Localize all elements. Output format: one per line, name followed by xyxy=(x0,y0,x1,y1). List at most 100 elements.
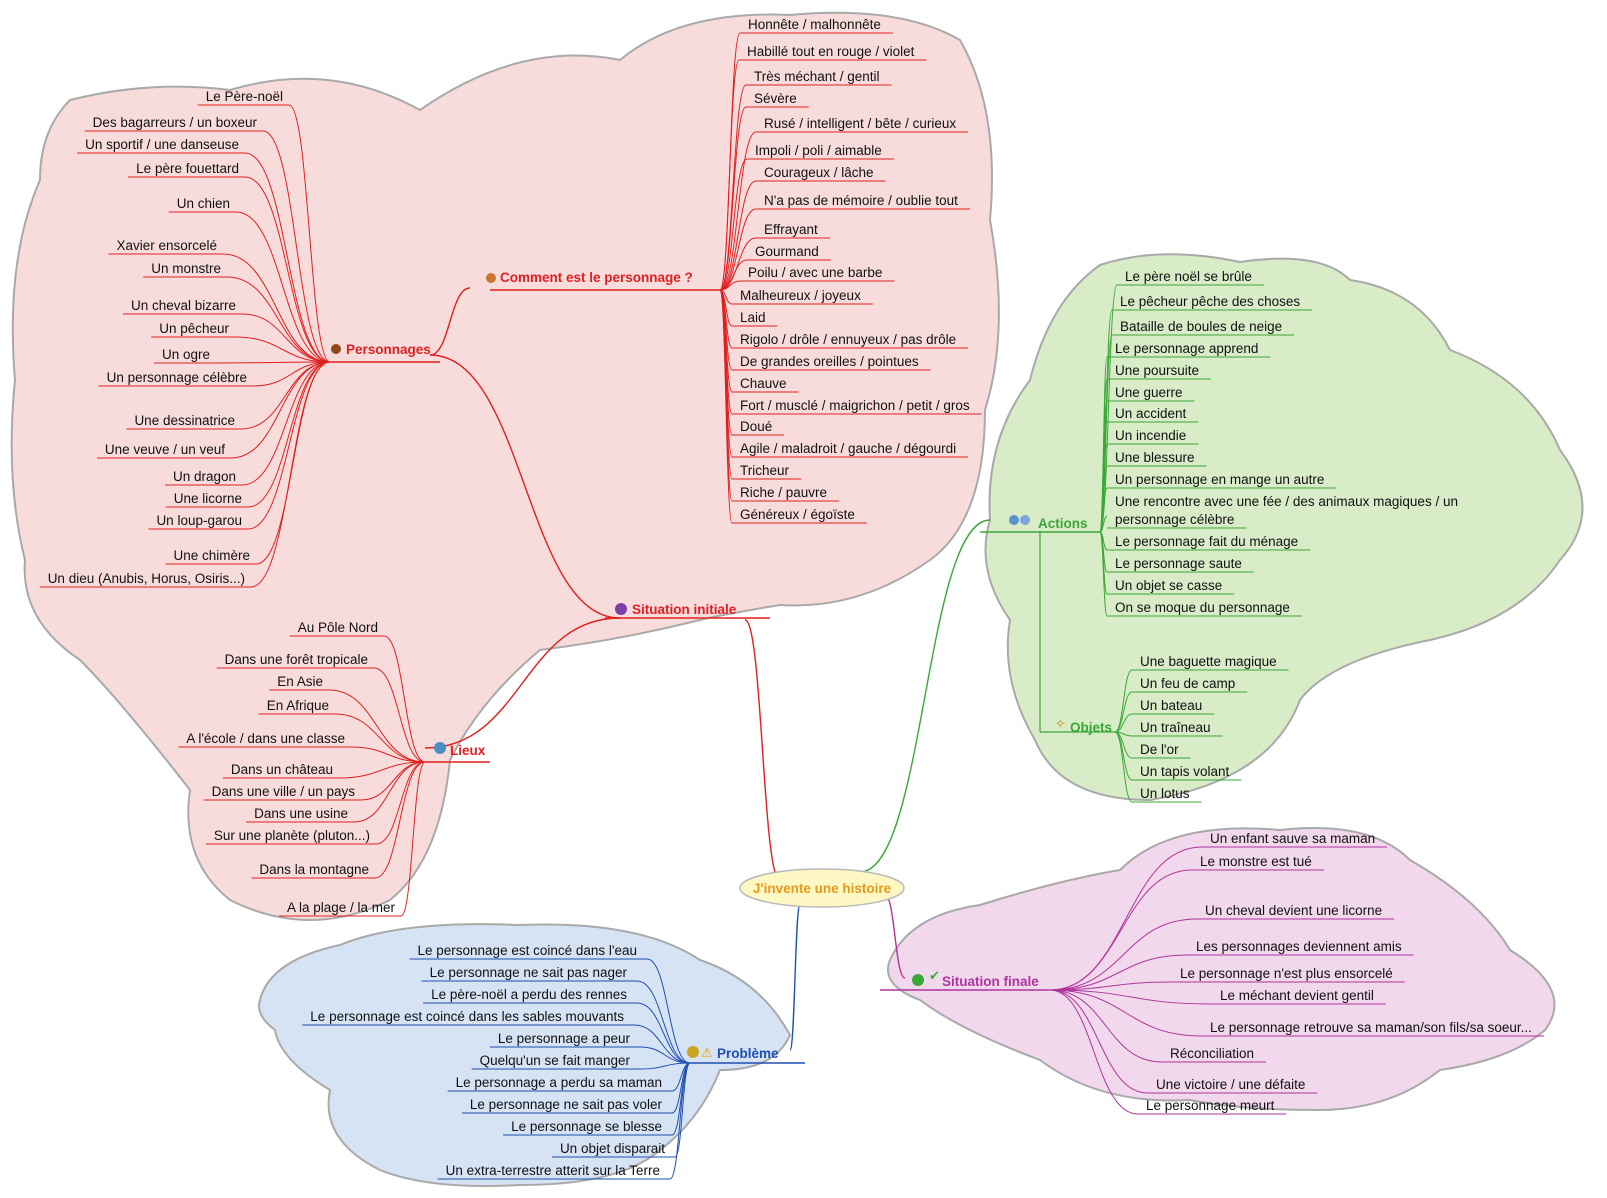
trait-item[interactable]: Très méchant / gentil xyxy=(754,69,880,84)
trait-item[interactable]: Poilu / avec une barbe xyxy=(748,265,882,280)
branch-situation-finale[interactable]: ✔ Situation finale xyxy=(912,968,1039,989)
action-item[interactable]: Une rencontre avec une fée / des animaux… xyxy=(1115,494,1458,509)
action-item[interactable]: Le pêcheur pêche des choses xyxy=(1120,294,1300,309)
trait-item[interactable]: Malheureux / joyeux xyxy=(740,288,861,303)
trait-item[interactable]: Tricheur xyxy=(740,463,790,478)
probleme-item[interactable]: Le personnage ne sait pas nager xyxy=(430,965,628,980)
lieu-item[interactable]: Au Pôle Nord xyxy=(298,620,378,635)
lieu-item[interactable]: Sur une planète (pluton...) xyxy=(214,828,370,843)
personnage-item[interactable]: Un sportif / une danseuse xyxy=(85,137,239,152)
trait-item[interactable]: Fort / musclé / maigrichon / petit / gro… xyxy=(740,398,970,413)
finale-item[interactable]: Réconciliation xyxy=(1170,1046,1254,1061)
trait-item[interactable]: Doué xyxy=(740,419,772,434)
lieu-item[interactable]: A la plage / la mer xyxy=(287,900,396,915)
action-item[interactable]: Le personnage saute xyxy=(1115,556,1242,571)
personnage-item[interactable]: Un personnage célèbre xyxy=(107,370,247,385)
finale-item[interactable]: Les personnages deviennent amis xyxy=(1196,939,1402,954)
objet-item[interactable]: Un lotus xyxy=(1140,786,1190,801)
branch-probleme[interactable]: ⚠ Problème xyxy=(687,1045,779,1061)
probleme-item[interactable]: Un extra-terrestre atterit sur la Terre xyxy=(446,1163,660,1178)
lieu-item[interactable]: En Afrique xyxy=(267,698,329,713)
finale-item[interactable]: Le méchant devient gentil xyxy=(1220,988,1374,1003)
trait-item[interactable]: Chauve xyxy=(740,376,787,391)
branch-actions[interactable]: Actions xyxy=(1009,515,1088,531)
personnage-item[interactable]: Un dieu (Anubis, Horus, Osiris...) xyxy=(48,571,245,586)
trait-item[interactable]: N'a pas de mémoire / oublie tout xyxy=(764,193,958,208)
objet-item[interactable]: De l'or xyxy=(1140,742,1179,757)
probleme-item[interactable]: Le personnage ne sait pas voler xyxy=(470,1097,663,1112)
finale-item[interactable]: Le monstre est tué xyxy=(1200,854,1312,869)
probleme-item[interactable]: Le personnage a perdu sa maman xyxy=(456,1075,662,1090)
action-item[interactable]: Le personnage fait du ménage xyxy=(1115,534,1298,549)
probleme-item[interactable]: Quelqu'un se fait manger xyxy=(480,1053,631,1068)
action-item[interactable]: Bataille de boules de neige xyxy=(1120,319,1282,334)
trait-item[interactable]: Sévère xyxy=(754,91,797,106)
trait-item[interactable]: Courageux / lâche xyxy=(764,165,874,180)
action-item[interactable]: Une blessure xyxy=(1115,450,1195,465)
branch-personnages[interactable]: Personnages xyxy=(331,342,431,357)
probleme-item[interactable]: Le père-noël a perdu des rennes xyxy=(431,987,627,1002)
action-item[interactable]: Un personnage en mange un autre xyxy=(1115,472,1324,487)
action-item[interactable]: personnage célèbre xyxy=(1115,512,1234,527)
objet-item[interactable]: Un traîneau xyxy=(1140,720,1211,735)
trait-item[interactable]: Agile / maladroit / gauche / dégourdi xyxy=(740,441,956,456)
action-item[interactable]: Un objet se casse xyxy=(1115,578,1222,593)
center-node[interactable] xyxy=(739,868,905,908)
finale-item[interactable]: Le personnage n'est plus ensorcelé xyxy=(1180,966,1393,981)
trait-item[interactable]: Riche / pauvre xyxy=(740,485,827,500)
action-item[interactable]: On se moque du personnage xyxy=(1115,600,1290,615)
action-item[interactable]: Un accident xyxy=(1115,406,1187,421)
personnage-item[interactable]: Xavier ensorcelé xyxy=(116,238,217,253)
branch-comment[interactable]: Comment est le personnage ? xyxy=(486,270,693,285)
finale-item[interactable]: Le personnage meurt xyxy=(1146,1098,1275,1113)
personnage-item[interactable]: Une veuve / un veuf xyxy=(105,442,225,457)
objet-item[interactable]: Un bateau xyxy=(1140,698,1202,713)
personnage-item[interactable]: Un loup-garou xyxy=(156,513,242,528)
probleme-item[interactable]: Le personnage est coincé dans les sables… xyxy=(310,1009,624,1024)
trait-item[interactable]: Généreux / égoïste xyxy=(740,507,855,522)
personnage-item[interactable]: Le Père-noël xyxy=(206,89,283,104)
finale-item[interactable]: Un enfant sauve sa maman xyxy=(1210,831,1375,846)
probleme-item[interactable]: Le personnage a peur xyxy=(498,1031,631,1046)
personnage-item[interactable]: Le père fouettard xyxy=(136,161,239,176)
trait-item[interactable]: Gourmand xyxy=(755,244,819,259)
action-item[interactable]: Le personnage apprend xyxy=(1115,341,1258,356)
finale-item[interactable]: Le personnage retrouve sa maman/son fils… xyxy=(1210,1020,1532,1035)
personnage-item[interactable]: Un ogre xyxy=(162,347,210,362)
personnage-item[interactable]: Un monstre xyxy=(151,261,221,276)
trait-item[interactable]: Effrayant xyxy=(764,222,818,237)
probleme-item[interactable]: Le personnage se blesse xyxy=(511,1119,662,1134)
trait-item[interactable]: Habillé tout en rouge / violet xyxy=(747,44,915,59)
trait-item[interactable]: Honnête / malhonnête xyxy=(748,17,881,32)
trait-item[interactable]: Rigolo / drôle / ennuyeux / pas drôle xyxy=(740,332,956,347)
lieu-item[interactable]: En Asie xyxy=(277,674,323,689)
trait-item[interactable]: Rusé / intelligent / bête / curieux xyxy=(764,116,956,131)
lieu-item[interactable]: Dans une ville / un pays xyxy=(212,784,356,799)
finale-item[interactable]: Une victoire / une défaite xyxy=(1156,1077,1305,1092)
personnage-item[interactable]: Une chimère xyxy=(173,548,250,563)
trait-item[interactable]: Impoli / poli / aimable xyxy=(755,143,882,158)
objet-item[interactable]: Un feu de camp xyxy=(1140,676,1235,691)
lieu-item[interactable]: Dans la montagne xyxy=(259,862,369,877)
action-item[interactable]: Le père noël se brûle xyxy=(1125,269,1252,284)
personnage-item[interactable]: Une dessinatrice xyxy=(134,413,235,428)
branch-situation-initiale[interactable]: Situation initiale xyxy=(615,602,737,617)
probleme-item[interactable]: Un objet disparait xyxy=(560,1141,665,1156)
lieu-item[interactable]: Dans une usine xyxy=(254,806,348,821)
action-item[interactable]: Une guerre xyxy=(1115,385,1183,400)
trait-item[interactable]: Laid xyxy=(740,310,766,325)
probleme-item[interactable]: Le personnage est coincé dans l'eau xyxy=(418,943,638,958)
personnage-item[interactable]: Une licorne xyxy=(174,491,242,506)
personnage-item[interactable]: Un cheval bizarre xyxy=(131,298,236,313)
personnage-item[interactable]: Des bagarreurs / un boxeur xyxy=(93,115,258,130)
action-item[interactable]: Un incendie xyxy=(1115,428,1186,443)
finale-item[interactable]: Un cheval devient une licorne xyxy=(1205,903,1382,918)
branch-objets[interactable]: ✧ Objets xyxy=(1055,716,1112,735)
lieu-item[interactable]: Dans un château xyxy=(231,762,333,777)
lieu-item[interactable]: Dans une forêt tropicale xyxy=(225,652,368,667)
branch-lieux[interactable]: Lieux xyxy=(434,742,486,758)
lieu-item[interactable]: A l'école / dans une classe xyxy=(186,731,345,746)
personnage-item[interactable]: Un chien xyxy=(177,196,230,211)
personnage-item[interactable]: Un dragon xyxy=(173,469,236,484)
action-item[interactable]: Une poursuite xyxy=(1115,363,1199,378)
